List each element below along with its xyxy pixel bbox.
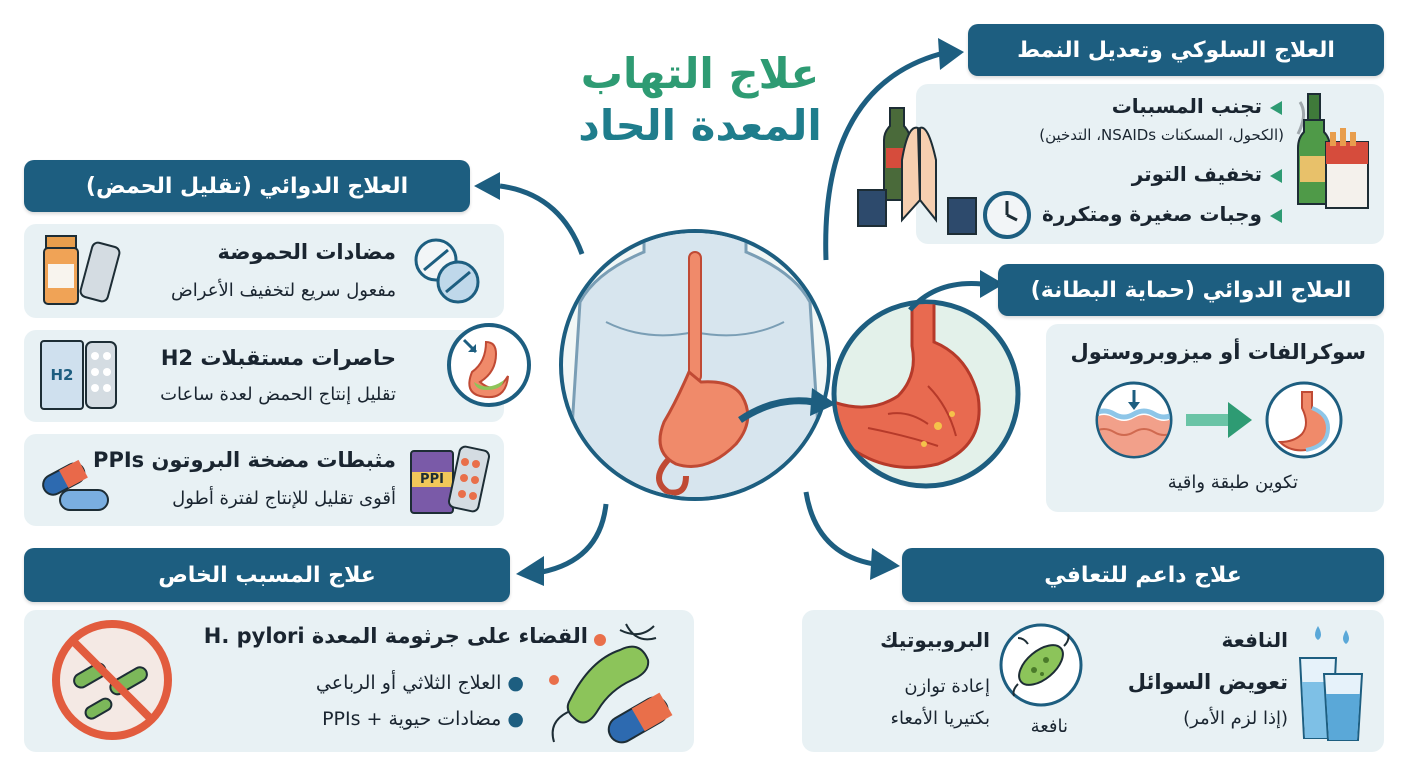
title-line-1: علاج التهاب <box>580 49 820 98</box>
supportive-card <box>802 610 1384 752</box>
supportive-header-label: علاج داعم للتعافي <box>1044 562 1242 588</box>
stop-hands-icon <box>857 107 977 235</box>
cause-bullet-1-text: العلاج الثلاثي أو الرباعي <box>315 672 502 694</box>
cause-bullet-2: ● مضادات حيوية + PPIs <box>322 708 524 730</box>
page-title: علاج التهاب المعدة الحاد <box>560 48 840 152</box>
probiotics-title: البروبيوتيك <box>880 628 990 652</box>
torso-illustration <box>559 229 831 501</box>
cause-header-label: علاج المسبب الخاص <box>158 562 376 588</box>
lining-header-label: العلاج الدوائي (حماية البطانة) <box>1030 277 1352 303</box>
antacids-sub: مفعول سريع لتخفيف الأعراض <box>171 280 396 301</box>
alcohol-cigarettes-icon <box>1296 93 1369 209</box>
fluids-title: تعويض السوائل <box>1127 670 1288 694</box>
chevron-left-icon <box>1270 101 1282 115</box>
arrow-to-supportive-icon <box>803 491 900 580</box>
blister-pack-icon <box>85 341 117 409</box>
bullet-dot: ● <box>501 708 524 730</box>
water-glasses-icon <box>1298 626 1364 741</box>
cause-bullet-2-text: مضادات حيوية + PPIs <box>322 708 502 730</box>
capsules-icon <box>42 459 109 511</box>
behavioral-header: العلاج السلوكي وتعديل النمط <box>968 24 1384 76</box>
bullet-dot: ● <box>501 672 524 694</box>
fluids-sub: (إذا لزم الأمر) <box>1183 708 1288 729</box>
behavioral-item1-sub: (الكحول، المسكنات NSAIDs، التدخين) <box>1039 126 1284 144</box>
arrow-to-acid-icon <box>474 172 585 255</box>
stomach-acid-icon <box>447 323 531 407</box>
h2-bottle-label: H2 <box>50 366 74 384</box>
cause-title: القضاء على جرثومة المعدة H. pylori <box>203 624 588 648</box>
arrow-to-cause-icon <box>516 503 609 586</box>
chevron-left-icon <box>1270 169 1282 183</box>
fluids-top: النافعة <box>1221 628 1288 652</box>
no-bacteria-icon <box>52 620 172 740</box>
h2-title: حاصرات مستقبلات H2 <box>160 346 396 370</box>
arrow-to-behavioral-icon <box>823 38 964 261</box>
probiotic-bacteria-icon <box>999 623 1083 707</box>
ppi-bottle-icon: PPI <box>410 450 454 514</box>
cause-bullet-1: ● العلاج الثلاثي أو الرباعي <box>316 672 524 694</box>
bacteria-capsule-icon <box>549 623 673 744</box>
arrow-to-lining-icon <box>908 270 1004 312</box>
h2-sub: تقليل إنتاج الحمض لعدة ساعات <box>160 384 396 405</box>
inflamed-stomach-illustration <box>831 299 1021 489</box>
arrow-right-icon <box>1186 402 1252 438</box>
tablets-icon <box>414 238 480 304</box>
ppi-sub: أقوى تقليل للإنتاج لفترة أطول <box>172 488 396 509</box>
probiotics-sub-1: إعادة توازن <box>904 676 990 697</box>
behavioral-item2: تخفيف التوتر <box>1131 162 1262 186</box>
pill-bottle-icon <box>43 235 121 305</box>
h2-bottle-icon: H2 <box>40 340 84 410</box>
probiotics-sub-2: بكتيريا الأمعاء <box>890 708 990 729</box>
acid-header: العلاج الدوائي (تقليل الحمض) <box>24 160 470 212</box>
antacids-title: مضادات الحموضة <box>217 240 396 264</box>
blister-pack-icon <box>447 445 491 513</box>
title-line-2: المعدة الحاد <box>578 101 822 150</box>
behavioral-item3: وجبات صغيرة ومتكررة <box>1042 202 1262 226</box>
cause-header: علاج المسبب الخاص <box>24 548 510 602</box>
ppi-bottle-label: PPI <box>412 472 452 487</box>
protected-stomach-icon <box>1265 381 1343 459</box>
clock-icon <box>983 191 1031 239</box>
lining-sub: تكوين طبقة واقية <box>1167 472 1298 493</box>
lining-title: سوكرالفات أو ميزوبروستول <box>1070 340 1366 364</box>
probiotics-sub-3: نافعة <box>1030 716 1068 737</box>
mucosa-layer-icon <box>1095 381 1173 459</box>
chevron-left-icon <box>1270 209 1282 223</box>
supportive-header: علاج داعم للتعافي <box>902 548 1384 602</box>
arrow-right-icon <box>738 388 836 423</box>
acid-header-label: العلاج الدوائي (تقليل الحمض) <box>85 173 409 199</box>
behavioral-header-label: العلاج السلوكي وتعديل النمط <box>1017 37 1335 63</box>
behavioral-item1-title: تجنب المسببات <box>1111 94 1262 118</box>
ppi-title: مثبطات مضخة البروتون PPIs <box>93 448 396 472</box>
lining-header: العلاج الدوائي (حماية البطانة) <box>998 264 1384 316</box>
